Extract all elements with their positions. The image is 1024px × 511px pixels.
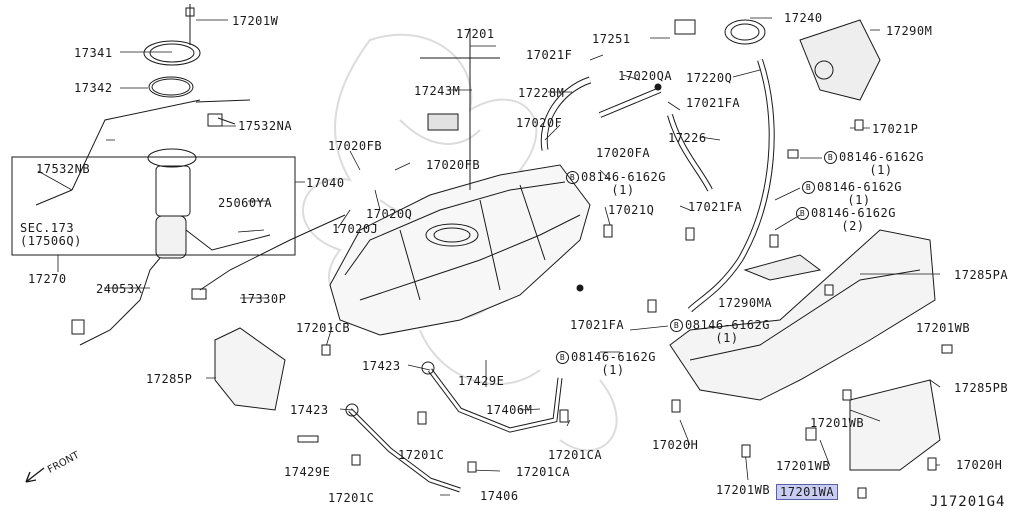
part-label: 17285P xyxy=(146,372,193,386)
part-label: 17330P xyxy=(240,292,287,306)
part-label: 17201CB xyxy=(296,321,351,335)
part-label: 17201WB xyxy=(916,321,971,335)
part-label: 17226 xyxy=(668,131,707,145)
part-label: 17020FB xyxy=(426,158,481,172)
part-label: 17429E xyxy=(458,374,505,388)
part-label: 17020FB xyxy=(328,139,383,153)
part-label: 17240 xyxy=(784,11,823,25)
part-label: 17341 xyxy=(74,46,113,60)
section-ref: (17506Q) xyxy=(20,234,82,248)
section-ref: SEC.173 xyxy=(20,221,75,235)
part-label: 17251 xyxy=(592,32,631,46)
part-label: 17342 xyxy=(74,81,113,95)
bolt-badge: B xyxy=(670,319,683,332)
part-label: 17423 xyxy=(362,359,401,373)
part-label: 17201CA xyxy=(516,465,571,479)
part-label: 25060YA xyxy=(218,196,273,210)
bolt-badge: B xyxy=(802,181,815,194)
tank-straps xyxy=(345,361,563,493)
part-label: 17228M xyxy=(518,86,565,100)
part-label: 17021FA xyxy=(570,318,625,332)
part-label: 17020Q xyxy=(366,207,413,221)
part-label: 17201WB xyxy=(716,483,771,497)
bolts xyxy=(297,119,953,499)
filler-neck xyxy=(540,19,881,313)
part-label: 17429E xyxy=(284,465,331,479)
part-label: 17020QA xyxy=(618,69,673,83)
part-label: 17201WB xyxy=(810,416,865,430)
part-label: 17270 xyxy=(28,272,67,286)
part-label-highlighted[interactable]: 17201WA xyxy=(776,484,839,500)
part-label: 17021F xyxy=(526,48,573,62)
part-label: 17423 xyxy=(290,403,329,417)
part-label: 17201 xyxy=(456,27,495,41)
part-label: 17020H xyxy=(652,438,699,452)
part-label: 24053X xyxy=(96,282,143,296)
reference-dots xyxy=(576,83,662,292)
bolt-badge: B xyxy=(824,151,837,164)
part-label: 17285PA xyxy=(954,268,1009,282)
part-label: 17532NB xyxy=(36,162,91,176)
part-label: 17021Q xyxy=(608,203,655,217)
part-label: 17201W xyxy=(232,14,279,28)
part-label: 17406M xyxy=(486,403,533,417)
part-label: 17201CA xyxy=(548,448,603,462)
part-label: 17290M xyxy=(886,24,933,38)
bolt-badge: B xyxy=(556,351,569,364)
bolt-badge: B xyxy=(566,171,579,184)
part-label: 17020F xyxy=(516,116,563,130)
part-label: 17021P xyxy=(872,122,919,136)
heat-shields xyxy=(214,229,941,471)
part-label: 17532NA xyxy=(238,119,293,133)
part-label: 17020H xyxy=(956,458,1003,472)
part-label: 17021FA xyxy=(686,96,741,110)
part-label: 17243M xyxy=(414,84,461,98)
figure-code: J17201G4 xyxy=(930,494,1006,510)
part-label: 17285PB xyxy=(954,381,1009,395)
front-arrow-icon xyxy=(25,467,45,483)
part-label: 17201C xyxy=(398,448,445,462)
part-label: 17020FA xyxy=(596,146,651,160)
part-label: 17290MA xyxy=(718,296,773,310)
part-label: 17040 xyxy=(306,176,345,190)
part-label: 17220Q xyxy=(686,71,733,85)
part-label: 17020J xyxy=(332,222,379,236)
bolt-badge: B xyxy=(796,207,809,220)
part-label: 17201WB xyxy=(776,459,831,473)
part-label: 17021FA xyxy=(688,200,743,214)
part-label: 17201C xyxy=(328,491,375,505)
fuel-pump-sender xyxy=(11,4,346,346)
part-label: 17406 xyxy=(480,489,519,503)
fuel-tank xyxy=(329,28,591,336)
